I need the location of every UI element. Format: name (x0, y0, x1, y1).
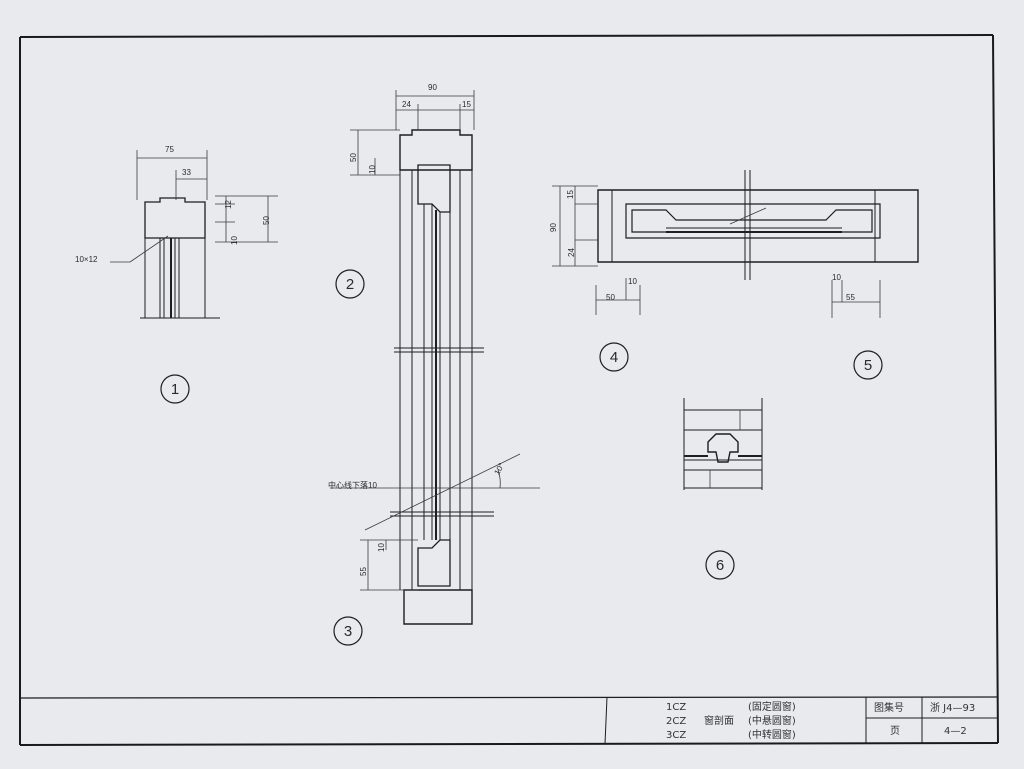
detail-2-3-drawing (330, 90, 540, 625)
d1-top-dim: 12 (224, 200, 233, 209)
detail-3-number: 3 (344, 623, 352, 640)
d2-height-dim: 50 (349, 153, 358, 162)
d3-lip-dim: 10 (377, 543, 386, 552)
title-block (604, 696, 998, 745)
drawing-frame (19, 34, 999, 746)
d2-left-dim: 24 (402, 100, 411, 109)
detail-2-marker (335, 269, 365, 299)
title-row1-type: (固定圆窗) (748, 700, 796, 713)
detail-5-number: 5 (864, 357, 872, 374)
title-row2-type: (中悬圆窗) (748, 714, 796, 727)
d2-right-dim: 15 (462, 100, 471, 109)
title-row3-type: (中转圆窗) (748, 728, 796, 741)
d5-width-dim: 55 (846, 293, 855, 302)
detail-3-marker (333, 616, 363, 646)
detail-6-drawing (683, 398, 763, 490)
d1-mid-dim: 10 (230, 236, 239, 245)
d1-inner-dim: 33 (182, 168, 191, 177)
detail-1-marker (160, 374, 190, 404)
page-label: 页 (890, 725, 900, 737)
detail-4-number: 4 (610, 349, 618, 366)
d1-callout-label: 10×12 (75, 255, 98, 264)
d4-width-dim: 50 (606, 293, 615, 302)
detail-1-drawing (110, 150, 278, 319)
detail-2-number: 2 (346, 276, 354, 293)
title-row2-code: 2CZ (666, 716, 686, 727)
title-row2-title: 窗剖面 (704, 714, 734, 727)
d5-lip-dim: 10 (832, 273, 841, 282)
atlas-number-value: 浙 J4—93 (930, 702, 975, 714)
d3-height-dim: 55 (359, 567, 368, 576)
d2-width-dim: 90 (428, 83, 437, 92)
title-row1-code: 1CZ (666, 702, 686, 713)
d4-lip-dim: 10 (628, 277, 637, 286)
detail-4-marker (599, 342, 629, 372)
d3-note-label: 中心线下落10 (328, 480, 377, 490)
page-number-value: 4—2 (944, 726, 967, 737)
d2-lip-dim: 10 (368, 165, 377, 174)
atlas-number-label: 图集号 (874, 701, 904, 714)
detail-6-number: 6 (716, 557, 724, 574)
detail-4-5-drawing (552, 170, 919, 318)
title-row3-code: 3CZ (666, 730, 686, 741)
d4-top-dim: 15 (566, 190, 575, 199)
d4-total-dim: 90 (549, 223, 558, 232)
detail-1-number: 1 (171, 381, 179, 398)
d4-bottom-dim: 24 (567, 248, 576, 257)
d1-height-dim: 50 (262, 216, 271, 225)
detail-6-marker (705, 550, 735, 580)
d1-width-dim: 75 (165, 145, 174, 154)
detail-5-marker (853, 350, 883, 380)
